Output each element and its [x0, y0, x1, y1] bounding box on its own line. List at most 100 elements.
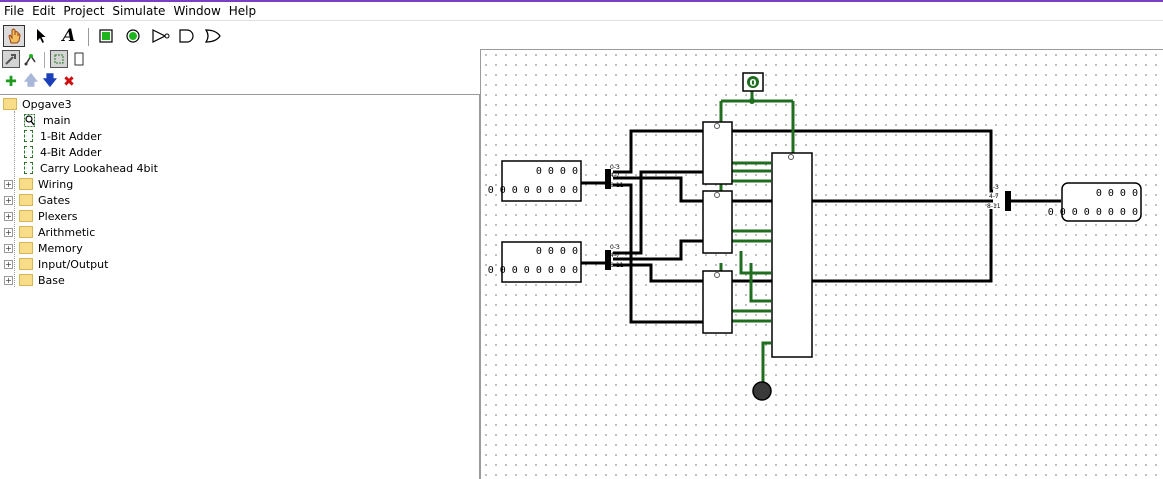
menu-edit[interactable]: Edit: [32, 4, 56, 18]
and-gate-icon[interactable]: [176, 25, 198, 47]
project-name: Opgave3: [22, 97, 72, 111]
output-pin[interactable]: 0 0 0 0 0 0 0 0 0 0 0 0: [1048, 182, 1142, 222]
library-base[interactable]: + Base: [4, 272, 65, 288]
library-arithmetic[interactable]: + Arithmetic: [4, 224, 95, 240]
project-root[interactable]: Opgave3: [3, 96, 72, 112]
toolbox-view-icon[interactable]: [2, 50, 20, 68]
project-toolbar: ✚ 🡅 🡇 ✖: [0, 73, 480, 93]
carry-lookahead-unit[interactable]: [771, 152, 813, 358]
wire-junction: [749, 98, 755, 104]
expand-icon[interactable]: +: [4, 243, 13, 253]
pin-value-high: 0 0 0 0: [1096, 188, 1138, 199]
circuit-canvas[interactable]: 0 0 0 0 0 0 0 0 0 0 0 0 0 0 0 0 0 0 0 0 …: [480, 49, 1163, 479]
splitter-out[interactable]: 0-3 4-7 8-11: [987, 184, 1011, 211]
ground-led[interactable]: [752, 381, 772, 401]
library-label: Wiring: [38, 177, 74, 191]
splitter-label: 4-7: [610, 172, 620, 179]
poke-hand-icon[interactable]: [3, 25, 25, 47]
folder-icon: [19, 194, 33, 206]
circuit-icon: [24, 162, 33, 174]
circuit-item-4bit-adder[interactable]: 4-Bit Adder: [24, 144, 102, 160]
folder-icon: [3, 98, 17, 110]
wire: [739, 251, 771, 275]
wire: [731, 209, 993, 283]
delete-circuit-icon[interactable]: ✖: [63, 74, 75, 90]
folder-icon: [19, 274, 33, 286]
splitter-label: 0-3: [610, 244, 620, 251]
circuit-label: Carry Lookahead 4bit: [40, 161, 158, 175]
wire: [731, 129, 993, 193]
circuit-item-1bit-adder[interactable]: 1-Bit Adder: [24, 128, 102, 144]
circuit-item-main[interactable]: main: [24, 112, 70, 128]
wire: [613, 129, 703, 174]
expand-icon[interactable]: +: [4, 195, 13, 205]
splitter-label: 0-3: [989, 184, 999, 191]
carry-in-value: 0: [750, 78, 757, 89]
not-gate-icon[interactable]: [150, 25, 172, 47]
splitter-a[interactable]: 0-3 4-7 8-11: [605, 164, 624, 189]
explorer-toolbar: [0, 49, 480, 71]
pin-value-high: 0 0 0 0: [536, 246, 578, 257]
menu-help[interactable]: Help: [228, 4, 257, 18]
expand-icon[interactable]: +: [4, 179, 13, 189]
magnifier-icon: [24, 113, 35, 127]
circuit-label: 1-Bit Adder: [40, 129, 102, 143]
circuit-item-carry-lookahead[interactable]: Carry Lookahead 4bit: [24, 160, 158, 176]
library-label: Gates: [38, 193, 71, 207]
pin-value-low: 0 0 0 0 0 0 0 0: [1048, 207, 1138, 218]
edit-layout-icon[interactable]: [50, 50, 68, 68]
wire: [613, 176, 703, 203]
menu-window[interactable]: Window: [173, 4, 221, 18]
circuit-drawing: 0 0 0 0 0 0 0 0 0 0 0 0 0 0 0 0 0 0 0 0 …: [488, 72, 1142, 401]
library-input-output[interactable]: + Input/Output: [4, 256, 108, 272]
splitter-label: 0-3: [610, 164, 620, 171]
expand-icon[interactable]: +: [4, 227, 13, 237]
menu-project[interactable]: Project: [63, 4, 105, 18]
text-tool-icon[interactable]: A: [58, 25, 80, 47]
menu-bar: File Edit Project Simulate Window Help: [0, 2, 1163, 21]
input-pin-a[interactable]: 0 0 0 0 0 0 0 0 0 0 0 0: [488, 160, 582, 202]
move-up-icon[interactable]: 🡅: [23, 73, 39, 89]
library-memory[interactable]: + Memory: [4, 240, 83, 256]
library-gates[interactable]: + Gates: [4, 192, 70, 208]
adder-subcircuit-2[interactable]: [702, 190, 733, 254]
library-label: Input/Output: [38, 257, 109, 271]
pin-value-high: 0 0 0 0: [536, 166, 578, 177]
splitter-label: 4-7: [989, 193, 999, 200]
folder-icon: [19, 242, 33, 254]
menu-file[interactable]: File: [4, 4, 25, 18]
carry-in-pin[interactable]: 0: [742, 72, 764, 92]
signal-wires: [719, 89, 795, 383]
input-pin-b[interactable]: 0 0 0 0 0 0 0 0 0 0 0 0: [488, 241, 582, 283]
edit-appearance-icon[interactable]: [70, 50, 88, 68]
window-top-accent: [0, 0, 1163, 2]
expand-icon[interactable]: +: [4, 259, 13, 269]
adder-subcircuit-1[interactable]: [702, 121, 733, 185]
menu-simulate[interactable]: Simulate: [112, 4, 166, 18]
folder-icon: [19, 178, 33, 190]
adder-subcircuit-3[interactable]: [702, 270, 733, 334]
simulation-tree-icon[interactable]: [22, 50, 40, 68]
wire: [613, 239, 703, 261]
add-circuit-icon[interactable]: ✚: [5, 74, 17, 90]
splitter-b[interactable]: 0-3 4-7 8-11: [605, 244, 624, 270]
output-pin-icon[interactable]: [122, 25, 144, 47]
folder-icon: [19, 210, 33, 222]
circuit-label: main: [43, 113, 71, 127]
library-label: Base: [38, 273, 65, 287]
or-gate-icon[interactable]: [202, 25, 224, 47]
tree-guide-line: [14, 111, 15, 287]
library-label: Plexers: [38, 209, 78, 223]
splitter-label: 8-11: [610, 262, 624, 269]
move-down-icon[interactable]: 🡇: [42, 73, 58, 89]
expand-icon[interactable]: +: [4, 275, 13, 285]
input-pin-icon[interactable]: [95, 25, 117, 47]
wire: [613, 170, 703, 255]
wire: [761, 341, 771, 383]
library-plexers[interactable]: + Plexers: [4, 208, 77, 224]
expand-icon[interactable]: +: [4, 211, 13, 221]
library-wiring[interactable]: + Wiring: [4, 176, 73, 192]
toolbar-separator: [44, 52, 45, 68]
select-arrow-icon[interactable]: [30, 25, 52, 47]
circuit-label: 4-Bit Adder: [40, 145, 102, 159]
